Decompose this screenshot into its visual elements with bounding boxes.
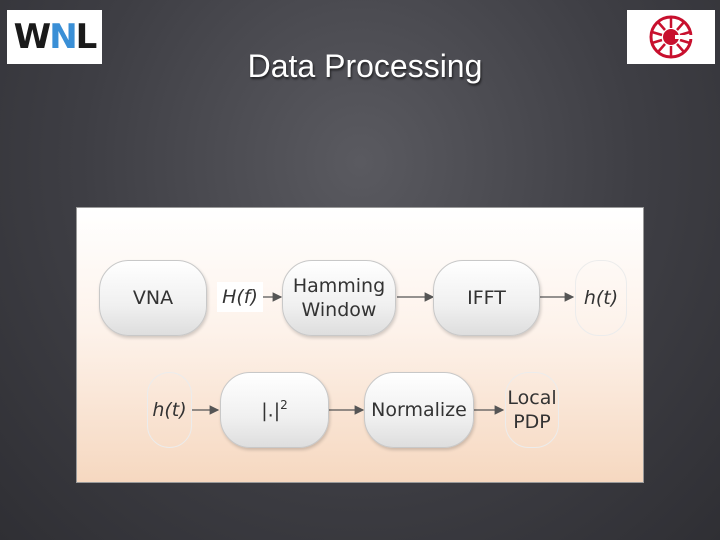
vna-block: VNA <box>99 260 207 336</box>
local-pdp-label: Local PDP <box>505 372 559 448</box>
ifft-block: IFFT <box>433 260 540 336</box>
hamming-window-label: Hamming Window <box>292 275 386 321</box>
normalize-label: Normalize <box>371 399 467 421</box>
hf-label: H(f) <box>217 282 263 312</box>
vna-label: VNA <box>132 287 174 309</box>
wnl-logo-text: WNL <box>13 17 98 57</box>
university-logo <box>627 10 715 64</box>
slide-title: Data Processing <box>247 48 483 84</box>
magnitude-squared-block: |.|2 <box>220 372 329 448</box>
ht-output-label: h(t) <box>575 260 627 336</box>
university-seal-icon <box>649 15 701 59</box>
normalize-block: Normalize <box>364 372 474 448</box>
ifft-label: IFFT <box>467 287 506 309</box>
processing-diagram: VNA H(f) Hamming Window IFFT h(t) h(t) |… <box>76 207 644 483</box>
wnl-logo: WNL <box>7 10 102 64</box>
magnitude-squared-label: |.|2 <box>261 398 288 422</box>
ht-input-label: h(t) <box>147 372 192 448</box>
hamming-window-block: Hamming Window <box>282 260 396 336</box>
